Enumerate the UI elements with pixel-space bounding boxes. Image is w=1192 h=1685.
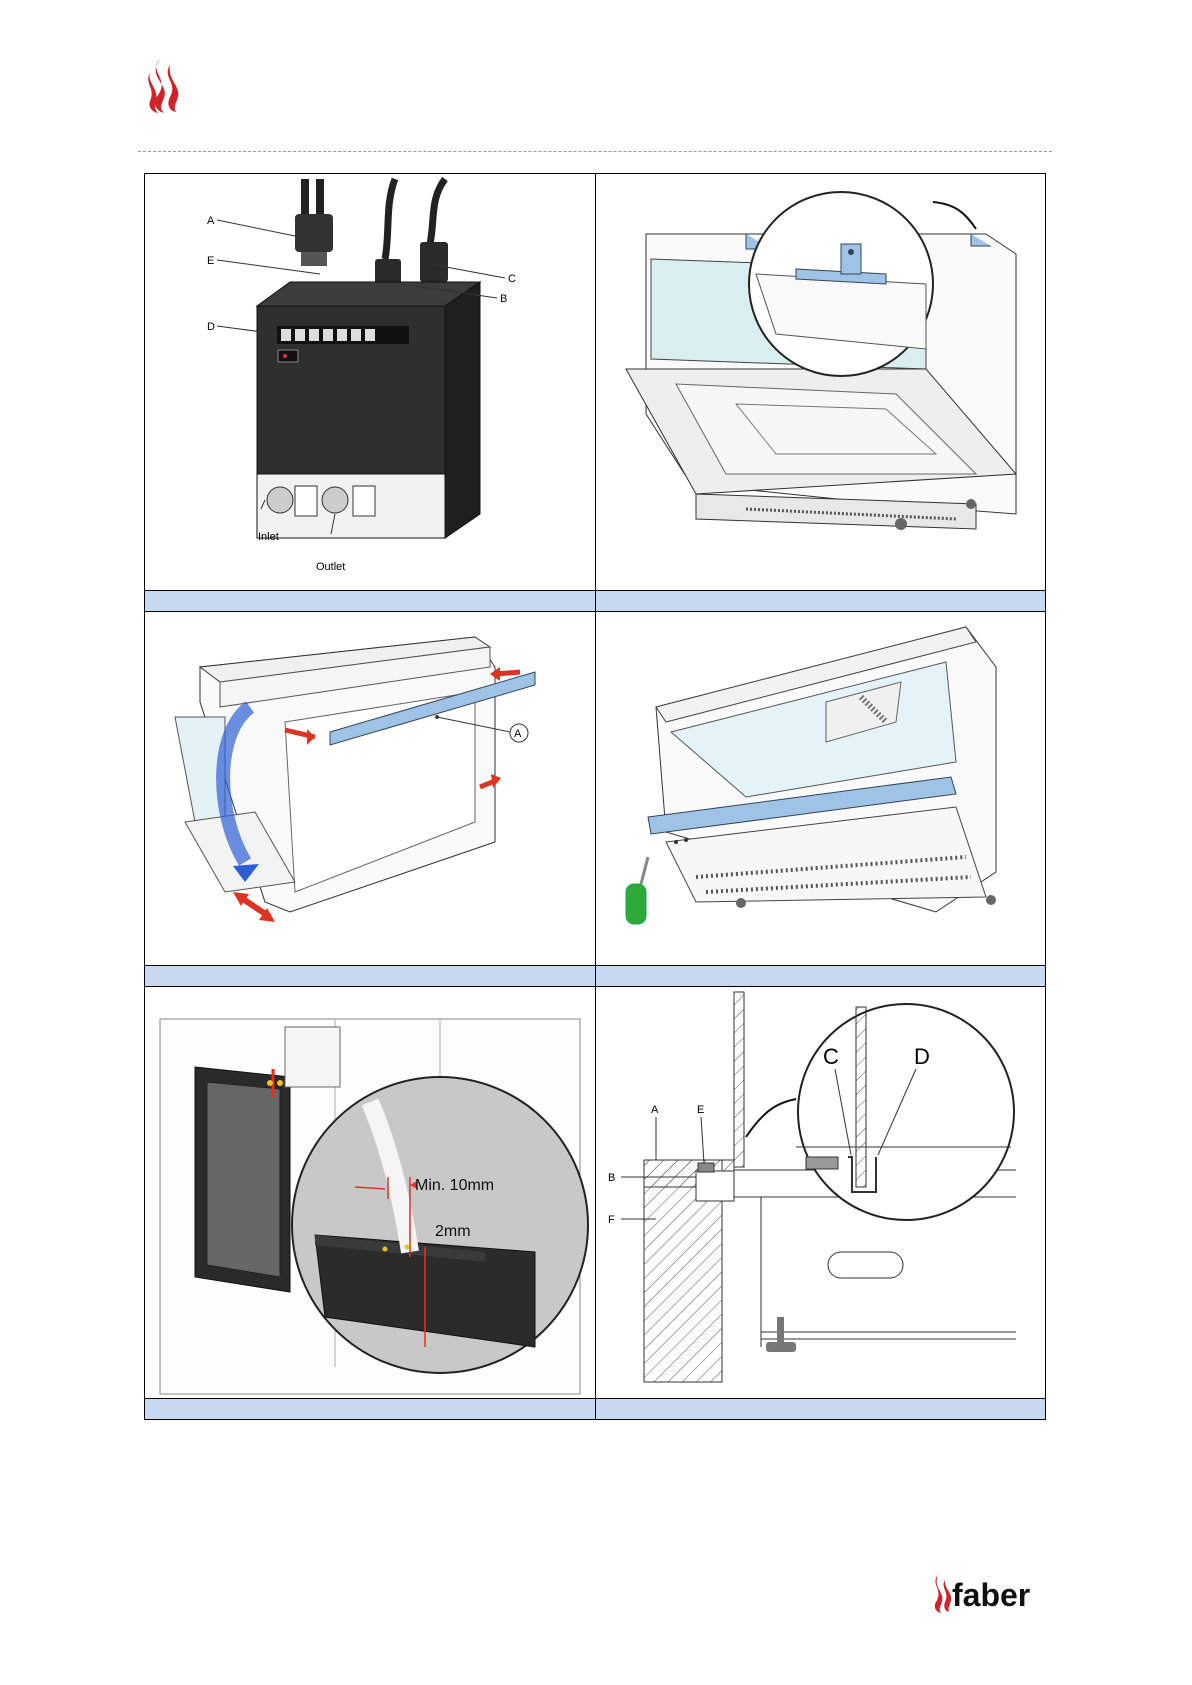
callout-e: E — [207, 255, 214, 267]
brand-name: faber — [952, 1577, 1030, 1613]
min-clearance-label: Min. 10mm — [415, 1177, 494, 1194]
callout-d: D — [207, 321, 215, 333]
faber-logo: faber — [928, 1572, 1052, 1614]
label-e: E — [697, 1104, 704, 1116]
callout-b: B — [500, 293, 507, 305]
column-divider — [595, 174, 596, 1419]
gap-label: 2mm — [435, 1223, 471, 1240]
detail-label-d: D — [914, 1044, 930, 1069]
figure-clearance-detail: Min. 10mm 2mm — [145, 987, 595, 1398]
header-divider — [138, 151, 1052, 152]
caption-3 — [145, 965, 595, 987]
caption-1 — [145, 590, 595, 612]
figure-bracket-detail — [596, 174, 1045, 590]
caption-4 — [596, 965, 1045, 987]
figure-table: A E D C B Inlet Outlet — [144, 173, 1046, 1420]
label-b: B — [608, 1172, 615, 1184]
brand-flame-icon — [138, 55, 184, 115]
label-a: A — [651, 1104, 659, 1116]
figure-underside-screws — [596, 612, 1045, 965]
inlet-label: Inlet — [258, 531, 279, 543]
callout-c: C — [508, 273, 516, 285]
detail-label-c: C — [823, 1044, 839, 1069]
figure-control-box: A E D C B Inlet Outlet — [145, 174, 595, 590]
figure-wall-section: A E B F C D — [596, 987, 1045, 1398]
callout-a: A — [207, 215, 215, 227]
caption-2 — [596, 590, 1045, 612]
caption-6 — [596, 1398, 1045, 1420]
label-f: F — [608, 1214, 615, 1226]
caption-5 — [145, 1398, 595, 1420]
figure-bracket-removal: A — [145, 612, 595, 965]
outlet-label: Outlet — [316, 561, 345, 573]
callout-a-circle: A — [514, 728, 522, 740]
